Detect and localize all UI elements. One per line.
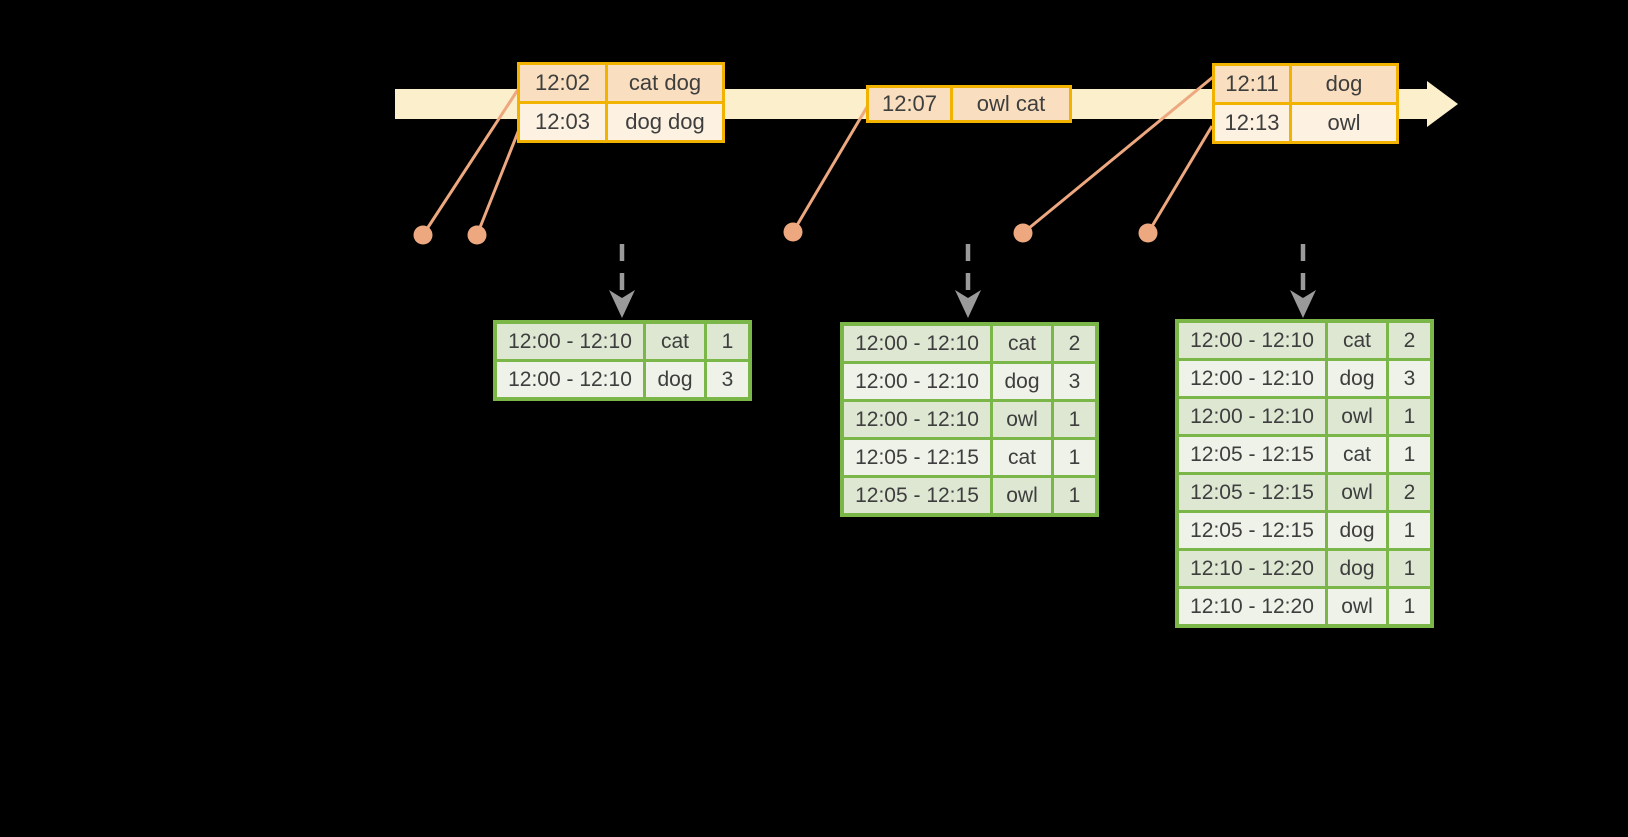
word-cell: cat [1328, 437, 1386, 472]
word-cell: cat [993, 440, 1051, 475]
window-cell: 12:05 - 12:15 [1179, 437, 1325, 472]
count-cell: 1 [1389, 399, 1430, 434]
event-time-cell: 12:11 [1215, 66, 1289, 102]
window-cell: 12:10 - 12:20 [1179, 589, 1325, 624]
window-cell: 12:05 - 12:15 [844, 478, 990, 513]
window-cell: 12:00 - 12:10 [497, 324, 643, 359]
count-cell: 1 [1054, 402, 1095, 437]
word-cell: dog [646, 362, 704, 397]
word-cell: cat [993, 326, 1051, 361]
event-words-cell: owl [1292, 105, 1396, 141]
word-cell: owl [1328, 399, 1386, 434]
word-cell: cat [646, 324, 704, 359]
word-cell: owl [993, 478, 1051, 513]
window-cell: 12:05 - 12:15 [1179, 475, 1325, 510]
count-cell: 1 [1389, 589, 1430, 624]
word-cell: owl [993, 402, 1051, 437]
window-cell: 12:00 - 12:10 [1179, 361, 1325, 396]
event-words-cell: dog dog [608, 104, 722, 140]
event-time-cell: 12:13 [1215, 105, 1289, 141]
event-dot-icon [1138, 223, 1158, 243]
count-cell: 1 [1054, 440, 1095, 475]
count-cell: 3 [1389, 361, 1430, 396]
word-cell: dog [1328, 513, 1386, 548]
event-time-cell: 12:02 [520, 65, 605, 101]
event-time-cell: 12:03 [520, 104, 605, 140]
event-dot-icon [467, 225, 487, 245]
window-cell: 12:00 - 12:10 [844, 326, 990, 361]
count-cell: 3 [1054, 364, 1095, 399]
event-dot-icon [1013, 223, 1033, 243]
count-cell: 2 [1389, 323, 1430, 358]
event-connector-line [1022, 75, 1214, 235]
window-cell: 12:05 - 12:15 [1179, 513, 1325, 548]
event-words-cell: owl cat [953, 88, 1069, 120]
event-dot-icon [783, 222, 803, 242]
window-cell: 12:00 - 12:10 [844, 364, 990, 399]
word-cell: owl [1328, 589, 1386, 624]
event-time-cell: 12:07 [869, 88, 950, 120]
count-cell: 1 [707, 324, 748, 359]
event-connector-line [475, 126, 522, 236]
window-cell: 12:05 - 12:15 [844, 440, 990, 475]
count-cell: 1 [1389, 513, 1430, 548]
count-cell: 2 [1054, 326, 1095, 361]
event-words-cell: cat dog [608, 65, 722, 101]
word-cell: cat [1328, 323, 1386, 358]
word-cell: dog [1328, 361, 1386, 396]
window-cell: 12:10 - 12:20 [1179, 551, 1325, 586]
window-cell: 12:00 - 12:10 [1179, 399, 1325, 434]
count-cell: 1 [1389, 551, 1430, 586]
event-connector-line [421, 87, 521, 236]
event-connector-line [791, 106, 869, 233]
word-cell: dog [993, 364, 1051, 399]
word-cell: dog [1328, 551, 1386, 586]
word-cell: owl [1328, 475, 1386, 510]
count-cell: 1 [1054, 478, 1095, 513]
count-cell: 3 [707, 362, 748, 397]
event-words-cell: dog [1292, 66, 1396, 102]
trigger-arrow-icon [955, 244, 981, 318]
window-cell: 12:00 - 12:10 [844, 402, 990, 437]
timeline-arrowhead-icon [1427, 81, 1458, 127]
trigger-arrow-icon [1290, 244, 1316, 318]
count-cell: 1 [1389, 437, 1430, 472]
event-connector-line [1146, 125, 1214, 234]
window-cell: 12:00 - 12:10 [497, 362, 643, 397]
window-cell: 12:00 - 12:10 [1179, 323, 1325, 358]
count-cell: 2 [1389, 475, 1430, 510]
trigger-arrow-icon [609, 244, 635, 318]
event-dot-icon [413, 225, 433, 245]
